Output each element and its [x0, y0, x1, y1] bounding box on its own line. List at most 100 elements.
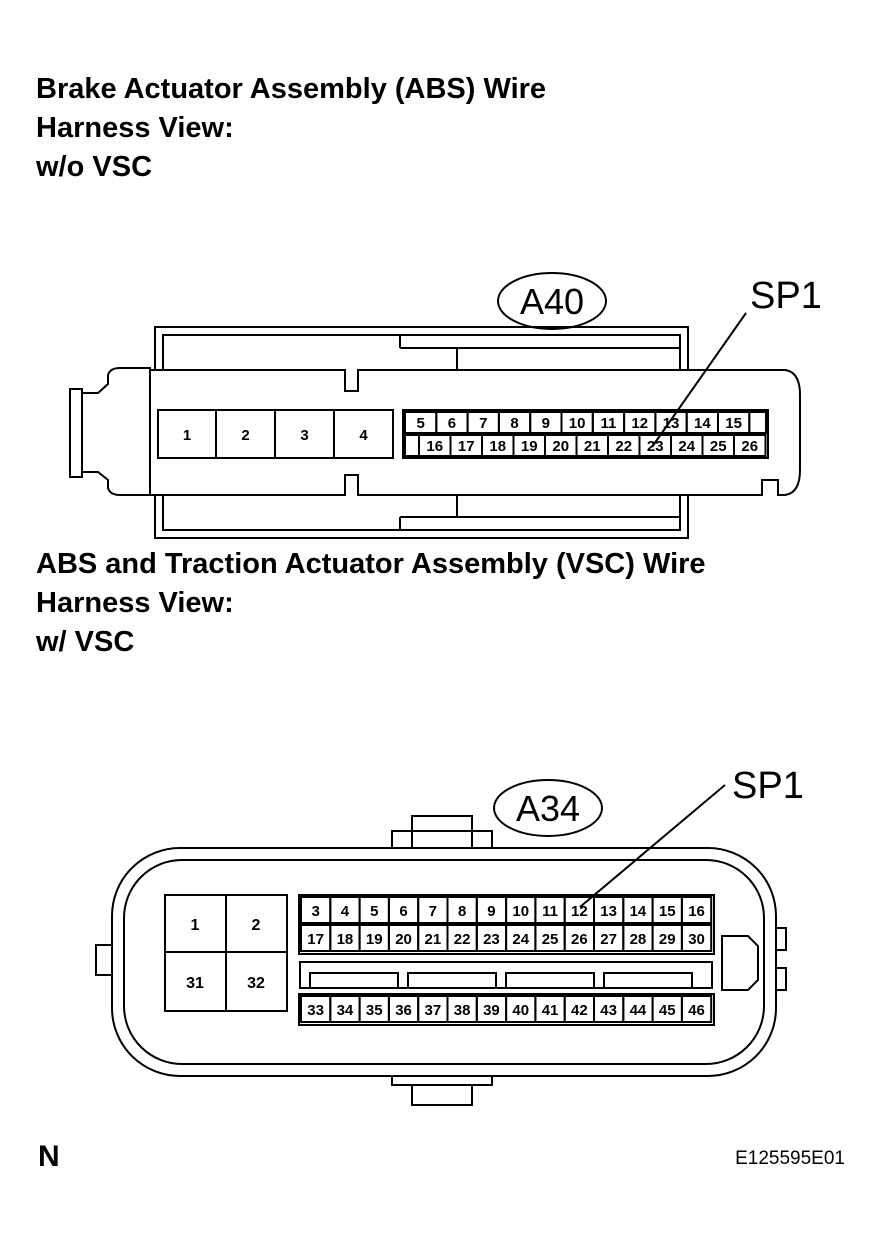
abs-view-heading: Brake Actuator Assembly (ABS) Wire Harne…: [36, 70, 546, 187]
a40-sp1-callout: SP1: [750, 275, 822, 317]
a34-pin-label: 22: [454, 931, 471, 948]
figure-id: E125595E01: [735, 1148, 845, 1169]
a40-pin-label: 22: [615, 438, 632, 455]
vsc-view-heading: ABS and Traction Actuator Assembly (VSC)…: [36, 545, 706, 662]
a34-pin-label: 35: [366, 1002, 383, 1019]
abs-heading-line-2: Harness View:: [36, 112, 234, 144]
a34-large-pin-labels: 1 2 31 32: [186, 917, 265, 992]
a40-pin-label: 10: [569, 415, 586, 432]
a34-pin-label: 44: [630, 1002, 647, 1019]
a34-pin-label: 16: [688, 903, 705, 920]
a40-pin-label: 18: [489, 438, 506, 455]
a34-pin-label: 26: [571, 931, 588, 948]
a40-connector-id: A40: [520, 281, 584, 322]
a34-pin-label: 41: [542, 1002, 559, 1019]
a34-pin-label: 18: [337, 931, 354, 948]
a40-large-pins: [157, 409, 394, 459]
a34-top-pin-block: [298, 894, 715, 955]
vsc-heading-line-3: w/ VSC: [36, 626, 135, 658]
a40-pin-label: 3: [300, 427, 308, 444]
a34-pin-label: 2: [252, 917, 261, 934]
a40-pin-label: 19: [521, 438, 538, 455]
a34-pin-label: 38: [454, 1002, 471, 1019]
a34-pin-label: 1: [191, 917, 200, 934]
a40-pin-block: [402, 409, 769, 459]
a40-pin-label: 5: [416, 415, 424, 432]
a34-bottom-pin-block: [298, 993, 715, 1026]
a34-pin-label: 7: [429, 903, 437, 920]
a40-pin-label: 11: [601, 415, 617, 432]
a34-bottom-latch: [411, 1085, 473, 1106]
a34-connector-id: A34: [516, 788, 580, 829]
a34-pin-label: 34: [337, 1002, 354, 1019]
a34-key: [721, 935, 759, 991]
a34-inner-body: [123, 859, 765, 1065]
abs-heading-line-1: Brake Actuator Assembly (ABS) Wire: [36, 73, 547, 105]
vsc-heading-line-1: ABS and Traction Actuator Assembly (VSC)…: [36, 548, 706, 580]
a34-pin-label: 36: [395, 1002, 412, 1019]
a40-pin-label: 9: [542, 415, 550, 432]
a34-pin-label: 17: [307, 931, 324, 948]
a40-pin-label: 4: [359, 427, 368, 444]
a34-pin-label: 15: [659, 903, 676, 920]
a34-pin-label: 13: [600, 903, 617, 920]
vsc-heading-line-2: Harness View:: [36, 587, 234, 619]
a34-pin-label: 10: [512, 903, 529, 920]
a34-pin-label: 21: [425, 931, 442, 948]
a34-pin-label: 23: [483, 931, 500, 948]
a34-pin-label: 32: [247, 975, 265, 992]
orientation-mark: N: [38, 1140, 60, 1173]
a40-pin-label: 17: [458, 438, 475, 455]
a34-pin-label: 45: [659, 1002, 676, 1019]
a40-pin-cell: [733, 434, 767, 457]
a34-left-tab: [95, 944, 113, 976]
a34-pin-label: 19: [366, 931, 383, 948]
a34-pin-label: 8: [458, 903, 466, 920]
a34-pin-label: 43: [600, 1002, 617, 1019]
a34-pin-cell: [225, 951, 288, 1012]
a34-pin-label: 25: [542, 931, 559, 948]
a34-bottom-latch-base: [391, 1076, 493, 1086]
a34-pin-label: 24: [512, 931, 529, 948]
a34-sp1-callout: SP1: [732, 765, 804, 807]
a34-pin-label: 33: [307, 1002, 324, 1019]
a40-pin-label: 26: [741, 438, 758, 455]
a34-pin-label: 5: [370, 903, 378, 920]
a34-pin-label: 39: [483, 1002, 500, 1019]
a40-pin-label: 25: [710, 438, 727, 455]
a40-pin-label: 2: [241, 427, 249, 444]
a34-pin-label: 29: [659, 931, 676, 948]
a40-pin-label: 16: [426, 438, 443, 455]
a34-pin-label: 14: [630, 903, 647, 920]
a34-pin-label: 46: [688, 1002, 705, 1019]
a34-id-ellipse: [493, 779, 603, 837]
a40-id-ellipse: [497, 272, 607, 330]
a40-pin-label: 8: [510, 415, 518, 432]
a40-pin-label: 12: [631, 415, 648, 432]
a40-pin-label: 15: [725, 415, 742, 432]
a40-pin-label: 1: [183, 427, 191, 444]
a40-pin-label: 24: [678, 438, 695, 455]
a34-pin-label: 12: [571, 903, 588, 920]
a40-left-plug: [81, 367, 151, 496]
a34-pin-label: 30: [688, 931, 705, 948]
a40-pin-label: 7: [479, 415, 487, 432]
a40-pin-label: 20: [552, 438, 569, 455]
a40-large-pin-labels: 1 2 3 4: [183, 427, 369, 444]
abs-heading-line-3: w/o VSC: [36, 151, 153, 183]
a40-sp1-leader: [651, 312, 747, 448]
a40-pin-label: 23: [647, 438, 664, 455]
a34-pin-label: 6: [399, 903, 407, 920]
a34-pin-label: 20: [395, 931, 412, 948]
a40-pin-label: 6: [448, 415, 456, 432]
a40-pin-label: 14: [694, 415, 711, 432]
a34-large-pins: [164, 894, 288, 1012]
a34-pin-label: 31: [186, 975, 204, 992]
a34-pin-label: 28: [630, 931, 647, 948]
a34-top-latch-base: [391, 830, 493, 847]
a34-pin-label: 4: [341, 903, 350, 920]
a34-pin-label: 27: [600, 931, 617, 948]
